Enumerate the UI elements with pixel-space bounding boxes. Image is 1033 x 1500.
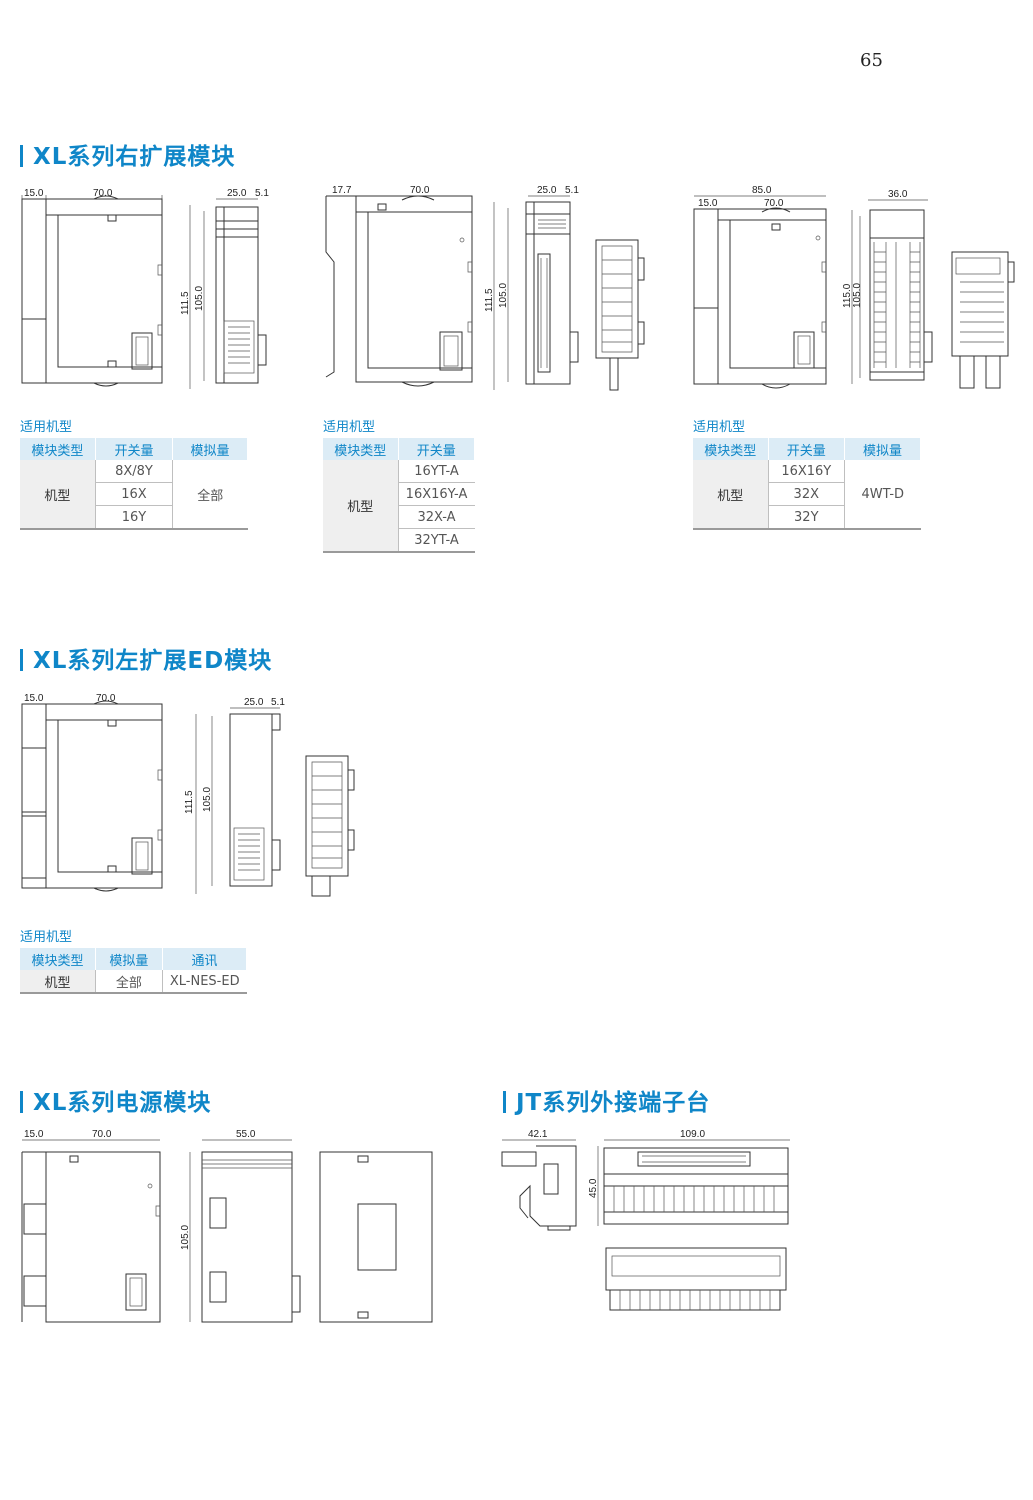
table-cell: 32YT-A [397, 528, 475, 553]
power-module-drawing: 15.0 70.0 55.0 105.0 [18, 1126, 438, 1326]
table-cell: 16X16Y-A [397, 482, 475, 506]
dim-label: 111.5 [484, 288, 495, 312]
applicable-models-table-1: 模块类型 开关量 模拟量 机型 8X/8Y 全部 16X 16Y [20, 438, 248, 530]
dim-label: 70.0 [764, 198, 784, 209]
table-cell: 全部 [94, 970, 163, 994]
section-title-text: XL系列电源模块 [33, 1090, 212, 1116]
applicable-label: 适用机型 [693, 420, 746, 435]
table-cell: 16X [94, 482, 173, 506]
title-bar [20, 649, 23, 671]
dim-label: 109.0 [680, 1129, 705, 1140]
applicable-label: 适用机型 [323, 420, 376, 435]
table-header: 模块类型 [20, 438, 96, 460]
table-cell: XL-NES-ED [161, 970, 247, 994]
dim-label: 15.0 [24, 188, 44, 199]
section-title-text: XL系列右扩展模块 [33, 144, 236, 170]
table-cell: 4WT-D [843, 460, 921, 530]
dim-label: 42.1 [528, 1129, 548, 1140]
dim-label: 5.1 [271, 697, 285, 708]
applicable-models-table-left-ext: 模块类型 模拟量 通讯 机型 全部 XL-NES-ED [20, 948, 248, 994]
dim-label: 25.0 [244, 697, 264, 708]
table-header: 模块类型 [20, 948, 96, 970]
dim-label: 36.0 [888, 189, 908, 200]
table-cell: 16X16Y [767, 460, 845, 483]
table-header: 开关量 [768, 438, 845, 460]
dim-label: 5.1 [565, 185, 579, 196]
right-ext-drawing-2: 17.7 70.0 25.0 5.1 111.5 105.0 [322, 182, 652, 397]
table-header: 模拟量 [844, 438, 922, 460]
section-title-power: XL系列电源模块 [20, 1083, 211, 1117]
dim-label: 105.0 [852, 283, 863, 308]
applicable-models-table-3: 模块类型 开关量 模拟量 机型 16X16Y 4WT-D 32X 32Y [693, 438, 922, 530]
section-title-text: JT系列外接端子台 [516, 1090, 711, 1116]
dim-label: 25.0 [227, 188, 247, 199]
jt-terminal-drawing: 42.1 109.0 45.0 [500, 1126, 800, 1326]
table-row-header: 机型 [20, 970, 96, 994]
table-cell: 16YT-A [397, 460, 475, 483]
title-bar [20, 145, 23, 167]
table-header: 通讯 [162, 948, 248, 970]
table-cell: 全部 [172, 460, 248, 530]
table-cell: 32Y [767, 505, 845, 530]
dim-label: 111.5 [184, 790, 195, 814]
section-title-left-ext: XL系列左扩展ED模块 [20, 641, 272, 675]
dim-label: 85.0 [752, 185, 772, 196]
dim-label: 111.5 [180, 291, 191, 315]
section-title-jt: JT系列外接端子台 [503, 1083, 710, 1117]
table-row-header: 机型 [323, 460, 399, 553]
table-header: 开关量 [95, 438, 174, 460]
dim-label: 45.0 [588, 1178, 599, 1198]
dim-label: 25.0 [537, 185, 557, 196]
table-row-header: 机型 [693, 460, 769, 530]
dim-label: 5.1 [255, 188, 269, 199]
dim-label: 15.0 [24, 1129, 44, 1140]
dim-label: 105.0 [194, 286, 205, 311]
table-header: 模拟量 [95, 948, 163, 970]
dim-label: 70.0 [93, 188, 113, 199]
page-number: 65 [860, 50, 883, 71]
table-header: 模块类型 [323, 438, 399, 460]
table-cell: 32X-A [397, 505, 475, 529]
section-title-text: XL系列左扩展ED模块 [33, 648, 273, 674]
dim-label: 105.0 [180, 1225, 191, 1250]
title-bar [503, 1091, 506, 1113]
dim-label: 115.0 [842, 283, 853, 308]
dim-label: 70.0 [92, 1129, 112, 1140]
dim-label: 70.0 [410, 185, 430, 196]
dim-label: 70.0 [96, 693, 116, 704]
right-ext-drawing-1: 15.0 70.0 25.0 5.1 111.5 105.0 [18, 185, 269, 395]
dim-label: 105.0 [498, 283, 509, 308]
applicable-label: 适用机型 [20, 930, 73, 945]
table-header: 开关量 [398, 438, 476, 460]
right-ext-drawing-3: 85.0 15.0 70.0 36.0 115.0 105.0 [690, 182, 1030, 392]
dim-label: 15.0 [24, 693, 44, 704]
dim-label: 105.0 [202, 787, 213, 812]
table-header: 模块类型 [693, 438, 769, 460]
table-cell: 32X [767, 482, 845, 506]
table-cell: 8X/8Y [94, 460, 173, 483]
table-row-header: 机型 [20, 460, 96, 530]
left-ext-drawing: 15.0 70.0 25.0 5.1 111.5 105.0 [18, 690, 368, 900]
dim-label: 55.0 [236, 1129, 256, 1140]
section-title-right-ext: XL系列右扩展模块 [20, 137, 235, 171]
applicable-label: 适用机型 [20, 420, 73, 435]
dim-label: 17.7 [332, 185, 352, 196]
title-bar [20, 1091, 23, 1113]
dim-label: 15.0 [698, 198, 718, 209]
table-cell: 16Y [94, 505, 173, 530]
table-header: 模拟量 [172, 438, 248, 460]
applicable-models-table-2: 模块类型 开关量 机型 16YT-A 16X16Y-A 32X-A 32YT-A [323, 438, 476, 553]
